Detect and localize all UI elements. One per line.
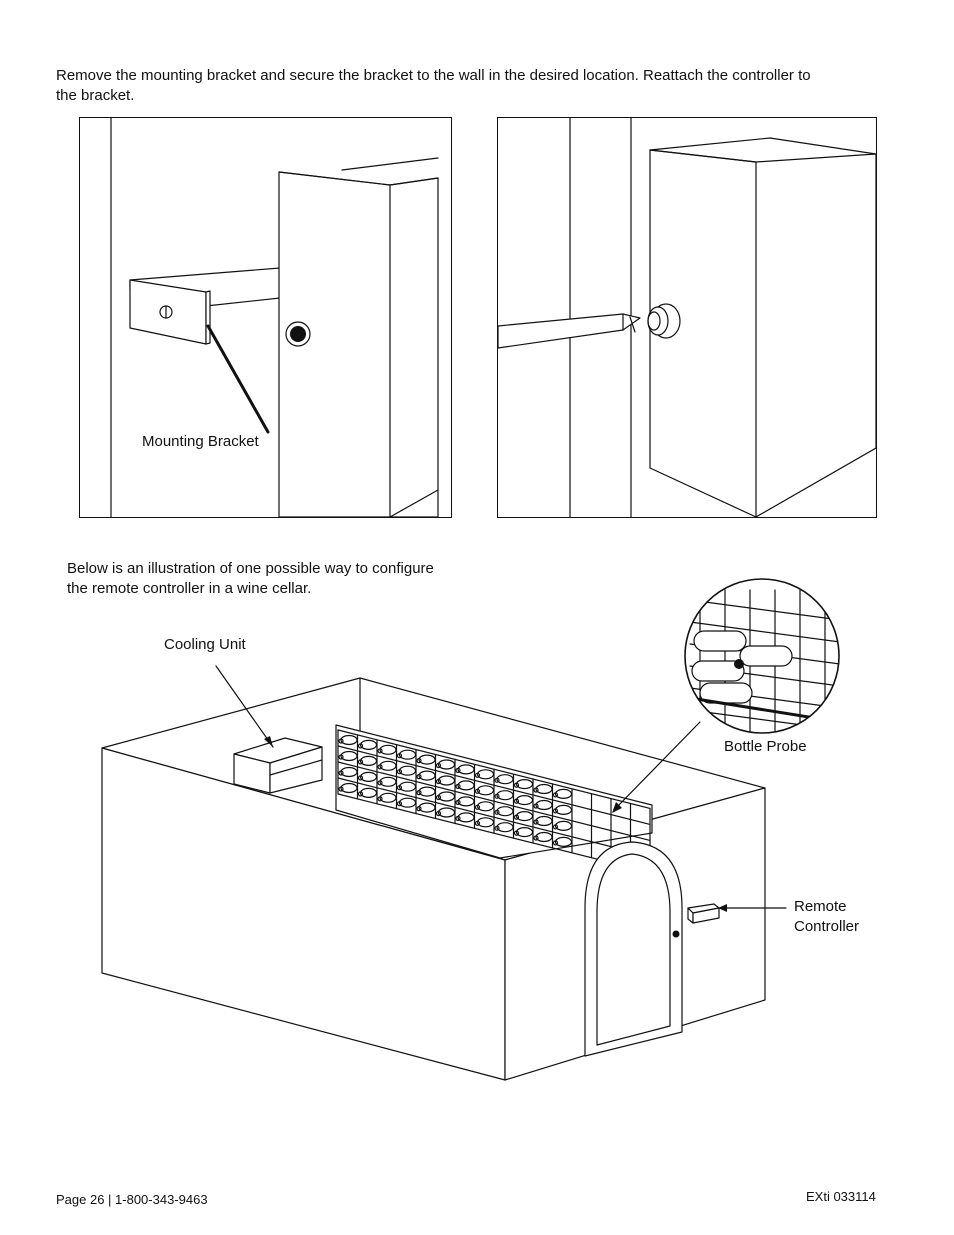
wine-bottle-icon — [398, 749, 417, 760]
intro-line-1: Remove the mounting bracket and secure t… — [56, 67, 811, 84]
cellar-paragraph: Below is an illustration of one possible… — [67, 559, 507, 599]
wine-bottle-icon — [379, 792, 397, 803]
wine-bottle-icon — [359, 739, 378, 750]
remote-controller-label-line-2: Controller — [794, 918, 860, 935]
bracket-illustration — [110, 118, 439, 517]
bracket-removed-figure: Mounting Bracket — [79, 117, 452, 518]
wine-bottle-icon — [359, 787, 378, 798]
wine-bottle-icon — [693, 630, 747, 652]
wine-bottle-icon — [340, 734, 358, 746]
wine-bottle-icon — [515, 811, 534, 822]
wine-bottle-icon — [476, 817, 495, 828]
wine-bottle-icon — [457, 780, 475, 791]
wine-bottle-icon — [554, 788, 573, 799]
bottle-probe-icon — [734, 659, 744, 669]
wine-bottle-icon — [418, 770, 436, 781]
wine-bottle-icon — [437, 759, 456, 770]
intro-line-2: the bracket. — [56, 87, 135, 104]
wine-bottle-icon — [340, 766, 358, 778]
page-footer: Page 26 | 1-800-343-9463 — [56, 1192, 208, 1207]
wine-bottle-icon — [554, 836, 573, 847]
remote-controller-icon — [687, 903, 720, 924]
wine-bottle-icon — [398, 797, 417, 808]
cellar-line-2: the remote controller in a wine cellar. — [67, 580, 312, 597]
document-code: EXti 033114 — [806, 1189, 876, 1204]
wine-bottle-icon — [535, 783, 553, 795]
wine-bottle-icon — [554, 820, 573, 831]
cooling-unit-label: Cooling Unit — [164, 636, 246, 653]
wine-bottle-icon — [379, 744, 397, 755]
bottle-probe-label: Bottle Probe — [724, 738, 807, 755]
cooling-unit-icon — [233, 737, 323, 794]
wine-bottle-icon — [535, 799, 553, 811]
wine-bottle-icon — [437, 807, 456, 818]
wine-bottle-icon — [437, 775, 456, 786]
wine-bottle-icon — [476, 785, 495, 796]
wine-bottle-icon — [496, 774, 514, 785]
wine-bottle-icon — [691, 660, 745, 682]
wine-bottle-icon — [437, 791, 456, 802]
wine-bottle-icon — [739, 645, 793, 667]
wine-bottle-icon — [359, 755, 378, 766]
wine-bottle-icon — [496, 822, 514, 833]
wine-rack — [335, 724, 653, 873]
wine-bottle-icon — [535, 815, 553, 827]
wine-bottle-icon — [398, 781, 417, 792]
wine-bottle-icon — [515, 795, 534, 806]
wine-bottle-icon — [418, 802, 436, 813]
cellar-drawing — [101, 578, 840, 1081]
wine-bottle-icon — [418, 786, 436, 797]
wine-bottle-icon — [496, 790, 514, 801]
wine-bottle-icon — [340, 782, 358, 794]
mounting-bracket-label: Mounting Bracket — [142, 433, 259, 450]
screwdriver-illustration — [498, 118, 876, 517]
wine-bottle-icon — [515, 779, 534, 790]
cellar-line-1: Below is an illustration of one possible… — [67, 560, 434, 577]
wine-bottle-icon — [496, 806, 514, 817]
bottle-probe-detail — [685, 579, 839, 733]
bracket-secured-figure — [497, 117, 877, 518]
wine-bottle-icon — [515, 827, 534, 838]
wine-bottle-icon — [379, 776, 397, 787]
wine-bottle-icon — [398, 765, 417, 776]
wine-bottle-icon — [379, 760, 397, 771]
remote-controller-label-line-1: Remote — [794, 898, 847, 915]
wine-bottle-icon — [457, 796, 475, 807]
cellar-door[interactable] — [584, 841, 683, 1057]
wine-bottle-icon — [554, 804, 573, 815]
wine-bottle-icon — [457, 764, 475, 775]
wine-bottle-icon — [476, 801, 495, 812]
intro-paragraph: Remove the mounting bracket and secure t… — [56, 66, 916, 106]
wine-bottle-icon — [340, 750, 358, 762]
wine-bottle-icon — [476, 769, 495, 780]
wine-bottle-icon — [457, 812, 475, 823]
door-handle-icon[interactable] — [672, 930, 680, 938]
wine-bottle-icon — [535, 831, 553, 843]
wine-cellar-illustration: Cooling Unit Bottle Probe Remote Control… — [0, 570, 954, 1100]
wine-bottle-icon — [418, 754, 436, 765]
wine-bottle-icon — [359, 771, 378, 782]
